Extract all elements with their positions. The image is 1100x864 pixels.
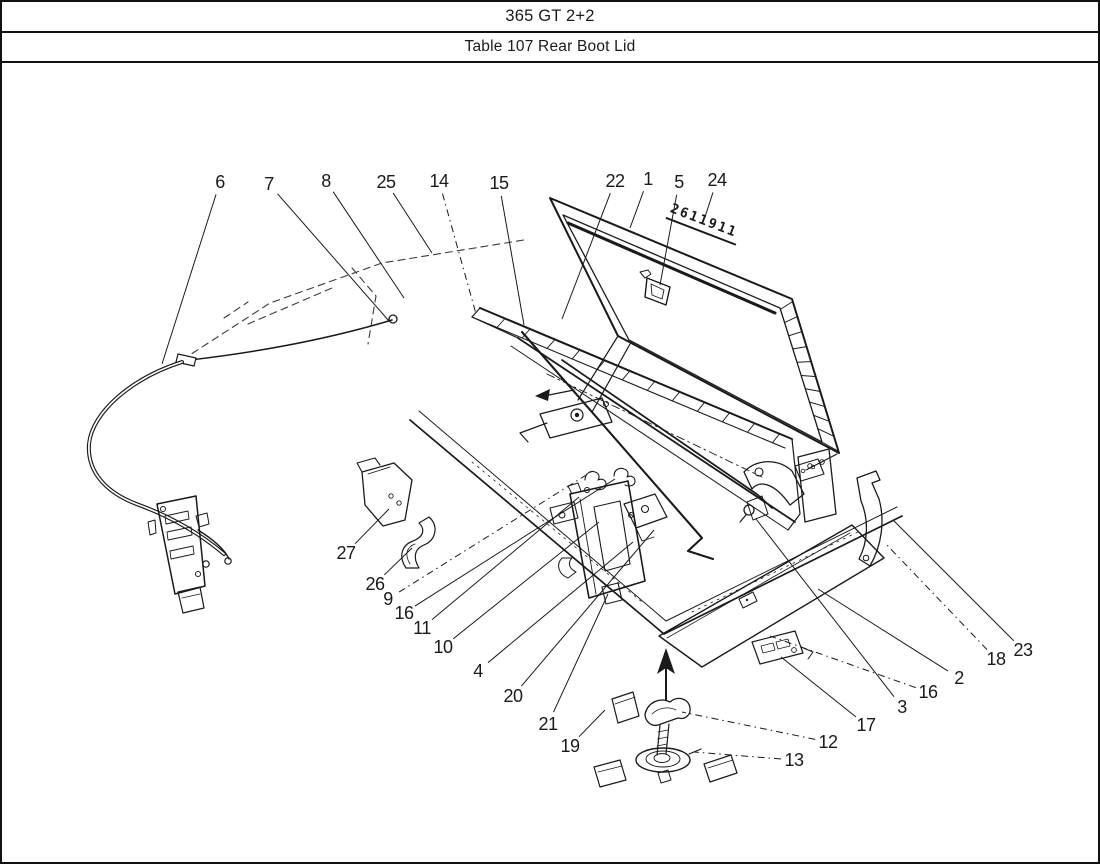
leader-line-10 bbox=[452, 521, 600, 640]
stamped-part-number: 2611911 bbox=[665, 200, 742, 246]
boot-lid bbox=[550, 198, 839, 470]
leader-line-26 bbox=[383, 547, 413, 576]
lock-plate-20 bbox=[624, 494, 667, 541]
part-label-21: 21 bbox=[538, 714, 558, 734]
side-bracket-18-23 bbox=[857, 471, 882, 566]
leader-line-15 bbox=[500, 195, 525, 326]
leader-line-13 bbox=[693, 751, 782, 760]
part-label-11: 11 bbox=[413, 618, 431, 638]
right-hinge bbox=[744, 449, 836, 522]
part-label-16: 16 bbox=[394, 603, 414, 623]
cable-ball-end bbox=[389, 315, 397, 323]
leader-line-7 bbox=[277, 193, 390, 322]
page-title: 365 GT 2+2 bbox=[2, 2, 1098, 33]
leader-line-14 bbox=[442, 193, 477, 315]
part-label-25: 25 bbox=[376, 172, 396, 192]
part-label-14: 14 bbox=[429, 171, 449, 191]
opening-lower-lip bbox=[410, 411, 902, 634]
leader-line-22 bbox=[561, 192, 611, 320]
bracket-26 bbox=[402, 517, 435, 568]
leader-line-2 bbox=[817, 588, 949, 672]
leader-line-18 bbox=[885, 543, 988, 650]
shims bbox=[594, 692, 737, 787]
leader-line-16 bbox=[769, 635, 916, 689]
part-label-5: 5 bbox=[674, 172, 684, 192]
inner-wire bbox=[190, 320, 392, 360]
part-label-10: 10 bbox=[433, 637, 453, 657]
leader-line-25 bbox=[392, 192, 433, 254]
part-label-26: 26 bbox=[365, 574, 385, 594]
part-label-4: 4 bbox=[473, 661, 483, 681]
leader-line-6 bbox=[161, 194, 217, 365]
part-label-3: 3 bbox=[897, 697, 907, 717]
boot-latch bbox=[148, 496, 209, 613]
part-label-24: 24 bbox=[707, 170, 727, 190]
cable-sheath bbox=[89, 362, 224, 554]
leader-line-23 bbox=[892, 519, 1015, 642]
spring-clips bbox=[585, 468, 635, 489]
lid-bracket-5 bbox=[645, 278, 670, 305]
part-label-20: 20 bbox=[503, 686, 523, 706]
boot-lock bbox=[550, 481, 645, 604]
leader-line-9 bbox=[398, 471, 592, 593]
leader-line-12 bbox=[681, 711, 816, 740]
leader-line-19 bbox=[578, 709, 606, 738]
part-label-16: 16 bbox=[918, 682, 938, 702]
part-label-9: 9 bbox=[383, 589, 393, 609]
leader-line-11 bbox=[431, 496, 580, 621]
center-hinge bbox=[520, 398, 612, 442]
striker-plate-17 bbox=[752, 631, 813, 664]
page-subtitle: Table 107 Rear Boot Lid bbox=[2, 33, 1098, 63]
leader-line-4 bbox=[487, 541, 634, 664]
part-label-17: 17 bbox=[856, 715, 876, 735]
lid-hinge-arms bbox=[578, 336, 630, 412]
part-label-18: 18 bbox=[986, 649, 1006, 669]
leader-line-21 bbox=[552, 593, 609, 713]
cable-ferrule bbox=[176, 354, 196, 366]
bracket-27 bbox=[357, 458, 412, 526]
gutter-seal-hatching bbox=[497, 319, 780, 443]
leader-line-20 bbox=[521, 529, 655, 687]
direction-arrow-shaft bbox=[549, 390, 574, 395]
part-label-15: 15 bbox=[489, 173, 509, 193]
leader-line-1 bbox=[629, 191, 644, 229]
direction-arrow-icon bbox=[535, 389, 550, 401]
rear-panel bbox=[659, 525, 884, 667]
car-body-dashed-outline bbox=[182, 240, 524, 360]
t-handle-bolt bbox=[636, 698, 701, 783]
part-label-7: 7 bbox=[264, 174, 274, 194]
part-label-27: 27 bbox=[336, 543, 356, 563]
part-label-19: 19 bbox=[560, 736, 580, 756]
leader-line-3 bbox=[755, 518, 895, 698]
release-cable bbox=[89, 315, 397, 567]
seal-frame-and-gutter bbox=[472, 308, 800, 530]
up-arrow-icon bbox=[657, 648, 675, 674]
leader-line-8 bbox=[332, 191, 405, 299]
leader-line-16 bbox=[414, 478, 616, 607]
part-label-1: 1 bbox=[643, 169, 653, 189]
lid-seal-hatching bbox=[781, 302, 838, 451]
leader-line-27 bbox=[354, 508, 390, 545]
part-label-23: 23 bbox=[1013, 640, 1033, 660]
part-label-2: 2 bbox=[954, 668, 964, 688]
part-label-8: 8 bbox=[321, 171, 331, 191]
part-label-6: 6 bbox=[215, 172, 225, 192]
part-label-13: 13 bbox=[784, 750, 804, 770]
part-label-22: 22 bbox=[605, 171, 625, 191]
part-label-12: 12 bbox=[818, 732, 838, 752]
torsion-bars bbox=[522, 332, 772, 559]
up-arrow bbox=[657, 648, 675, 700]
leader-line-17 bbox=[780, 656, 857, 718]
